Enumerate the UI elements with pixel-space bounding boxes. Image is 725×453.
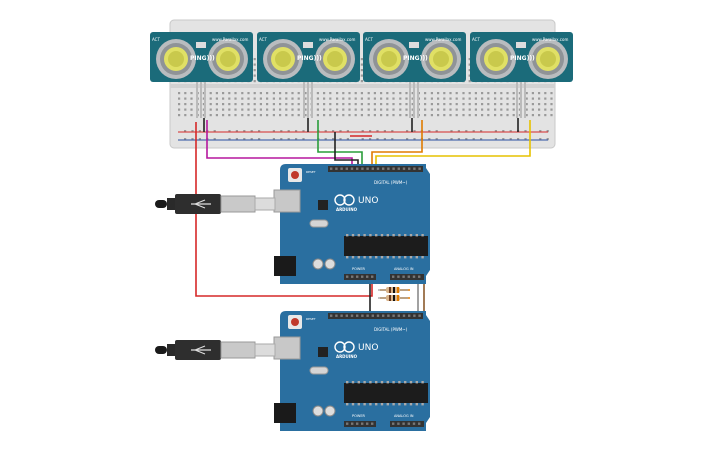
sensor-pin[interactable] [303, 82, 305, 118]
transducer-right [528, 39, 568, 79]
digital-label: DIGITAL (PWM~) [374, 327, 408, 332]
sensor-model-label: PING))) [510, 55, 535, 62]
sensor-act-label: ACT [152, 37, 160, 42]
sensor-pin[interactable] [524, 82, 526, 118]
transducer-right [208, 39, 248, 79]
sensor-pin[interactable] [307, 82, 309, 118]
sensor-model-label: PING))) [297, 55, 322, 62]
transducer-left [263, 39, 303, 79]
sensor-pin[interactable] [196, 82, 198, 118]
transducer-left [156, 39, 196, 79]
usb-port[interactable] [273, 336, 301, 360]
model-label: UNO [358, 196, 378, 206]
transducer-left [369, 39, 409, 79]
sensor-brand-label: www.Parallax.com [212, 37, 248, 42]
usb-port[interactable] [273, 189, 301, 213]
model-label: UNO [358, 343, 378, 353]
power-label: POWER [352, 414, 366, 418]
sensor-brand-label: www.Parallax.com [532, 37, 568, 42]
usb-cable-icon[interactable] [155, 340, 276, 360]
resistor-2[interactable] [378, 295, 408, 301]
sensor-act-label: ACT [365, 37, 373, 42]
brand-label: ARDUINO [336, 354, 358, 359]
sensor-pin[interactable] [311, 82, 313, 118]
sensor-pin[interactable] [520, 82, 522, 118]
power-header[interactable] [344, 421, 376, 427]
wire-green-signal-2 [317, 120, 363, 172]
analog-header[interactable] [390, 274, 424, 280]
sensor-pin[interactable] [204, 82, 206, 118]
resistor-1[interactable] [378, 287, 408, 293]
reset-label: RESET [306, 317, 316, 321]
reset-label: RESET [306, 170, 316, 174]
power-header[interactable] [344, 274, 376, 280]
arduino-uno-board-1[interactable]: RESET DIGITAL (PWM~) POWER ANALOG IN ARDUINO… [273, 164, 430, 284]
sensor-act-label: ACT [472, 37, 480, 42]
power-label: POWER [352, 267, 366, 271]
analog-label: ANALOG IN [394, 267, 414, 271]
power-jack-icon[interactable] [274, 403, 296, 423]
sensor-brand-label: www.Parallax.com [319, 37, 355, 42]
sensor-model-label: PING))) [403, 55, 428, 62]
board-pcb [280, 311, 430, 431]
analog-label: ANALOG IN [394, 414, 414, 418]
digital-header[interactable] [328, 166, 423, 172]
sensor-model-label: PING))) [190, 55, 215, 62]
brand-label: ARDUINO [336, 207, 358, 212]
sensor-brand-label: www.Parallax.com [425, 37, 461, 42]
arduino-uno-board-2[interactable]: RESET DIGITAL (PWM~) POWER ANALOG IN ARDUINO… [273, 311, 430, 431]
sensor-pin[interactable] [516, 82, 518, 118]
sensor-pin[interactable] [200, 82, 202, 118]
sensor-pin[interactable] [413, 82, 415, 118]
wire-orange-signal-3 [371, 120, 423, 172]
board-pcb [280, 164, 430, 284]
sensor-act-label: ACT [259, 37, 267, 42]
power-jack-icon[interactable] [274, 256, 296, 276]
usb-cable-icon[interactable] [155, 194, 276, 214]
microcontroller-chip [344, 383, 428, 403]
microcontroller-chip [344, 236, 428, 256]
transducer-right [421, 39, 461, 79]
analog-header[interactable] [390, 421, 424, 427]
transducer-left [476, 39, 516, 79]
transducer-right [315, 39, 355, 79]
digital-label: DIGITAL (PWM~) [374, 180, 408, 185]
sensor-pin[interactable] [417, 82, 419, 118]
sensor-pin[interactable] [409, 82, 411, 118]
breadboard-holes-bottom [178, 92, 553, 141]
digital-header[interactable] [328, 313, 423, 319]
